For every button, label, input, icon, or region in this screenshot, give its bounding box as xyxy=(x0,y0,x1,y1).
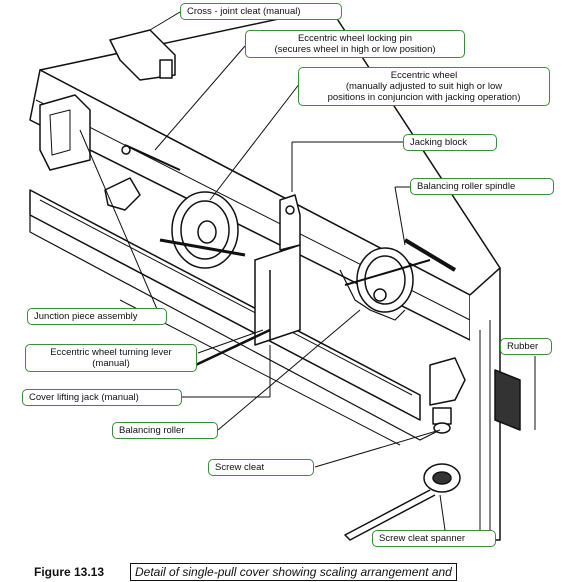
figure-number: Figure 13.13 xyxy=(34,565,105,579)
label-text: Screw cleat spanner xyxy=(379,533,466,544)
label-turning-lever: Eccentric wheel turning lever (manual) xyxy=(25,344,197,372)
label-text: Balancing roller spindle xyxy=(417,181,516,192)
label-screw-cleat: Screw cleat xyxy=(208,459,314,476)
label-text: Cover lifting jack (manual) xyxy=(29,392,139,403)
figure-caption: Figure 13.13 Detail of single-pull cover… xyxy=(34,563,554,581)
balancing-roller-shape xyxy=(339,247,431,321)
rubber-seal xyxy=(494,369,521,431)
label-text: Cross - joint cleat (manual) xyxy=(187,6,301,17)
label-note: positions in conjuncion with jacking ope… xyxy=(327,92,521,103)
locking-pin-shape xyxy=(124,144,181,171)
label-text: Eccentric wheel locking pin xyxy=(297,33,413,44)
screw-cleat-shape xyxy=(429,357,466,434)
label-locking-pin: Eccentric wheel locking pin (secures whe… xyxy=(245,30,465,58)
label-text: Eccentric wheel turning lever xyxy=(50,347,172,358)
label-text: Rubber xyxy=(507,341,539,352)
label-note: (manual) xyxy=(92,358,130,369)
label-balancing-roller-spindle: Balancing roller spindle xyxy=(410,178,554,195)
eccentric-wheel-shape xyxy=(159,191,246,269)
label-junction-piece: Junction piece assembly xyxy=(27,308,167,325)
junction-piece-shape xyxy=(39,94,91,171)
turning-lever-shape xyxy=(184,328,271,372)
label-note: (manually adjusted to suit high or low xyxy=(345,81,503,92)
spindle-shape xyxy=(403,238,457,272)
label-cover-lifting-jack: Cover lifting jack (manual) xyxy=(22,389,182,406)
jacking-block-shape xyxy=(254,194,301,346)
label-screw-cleat-spanner: Screw cleat spanner xyxy=(372,530,496,547)
label-eccentric-wheel: Eccentric wheel (manually adjusted to su… xyxy=(298,67,550,106)
label-text: Balancing roller xyxy=(119,425,185,436)
label-balancing-roller: Balancing roller xyxy=(112,422,218,439)
spanner-shape xyxy=(344,463,461,541)
label-note: (secures wheel in high or low position) xyxy=(274,44,436,55)
figure-caption-text: Detail of single-pull cover showing scal… xyxy=(130,563,457,581)
label-text: Eccentric wheel xyxy=(390,70,458,81)
label-text: Junction piece assembly xyxy=(34,311,138,322)
label-jacking-block: Jacking block xyxy=(403,134,497,151)
label-text: Jacking block xyxy=(410,137,468,148)
label-cross-joint-cleat: Cross - joint cleat (manual) xyxy=(180,3,342,20)
label-text: Screw cleat xyxy=(215,462,265,473)
label-rubber: Rubber xyxy=(500,338,552,355)
